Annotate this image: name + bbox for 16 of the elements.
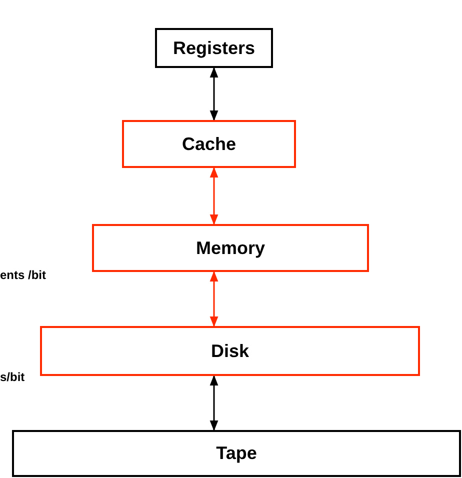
level-label: Tape bbox=[216, 443, 257, 464]
memory-level-box bbox=[122, 120, 296, 168]
double-arrow bbox=[210, 374, 218, 432]
memory-level-box bbox=[12, 430, 461, 477]
cost-label: ents /bit bbox=[0, 268, 46, 282]
memory-level-box bbox=[40, 326, 420, 376]
level-label: Registers bbox=[172, 38, 256, 58]
double-arrow bbox=[210, 270, 218, 328]
memory-level-box bbox=[92, 224, 369, 272]
double-arrow bbox=[210, 166, 218, 226]
level-label: Disk bbox=[210, 340, 250, 362]
double-arrow bbox=[210, 66, 218, 122]
memory-level-box bbox=[155, 28, 273, 68]
level-label: Memory bbox=[196, 238, 266, 258]
level-label: Cache bbox=[182, 134, 236, 154]
cost-label: s/bit bbox=[0, 370, 25, 384]
